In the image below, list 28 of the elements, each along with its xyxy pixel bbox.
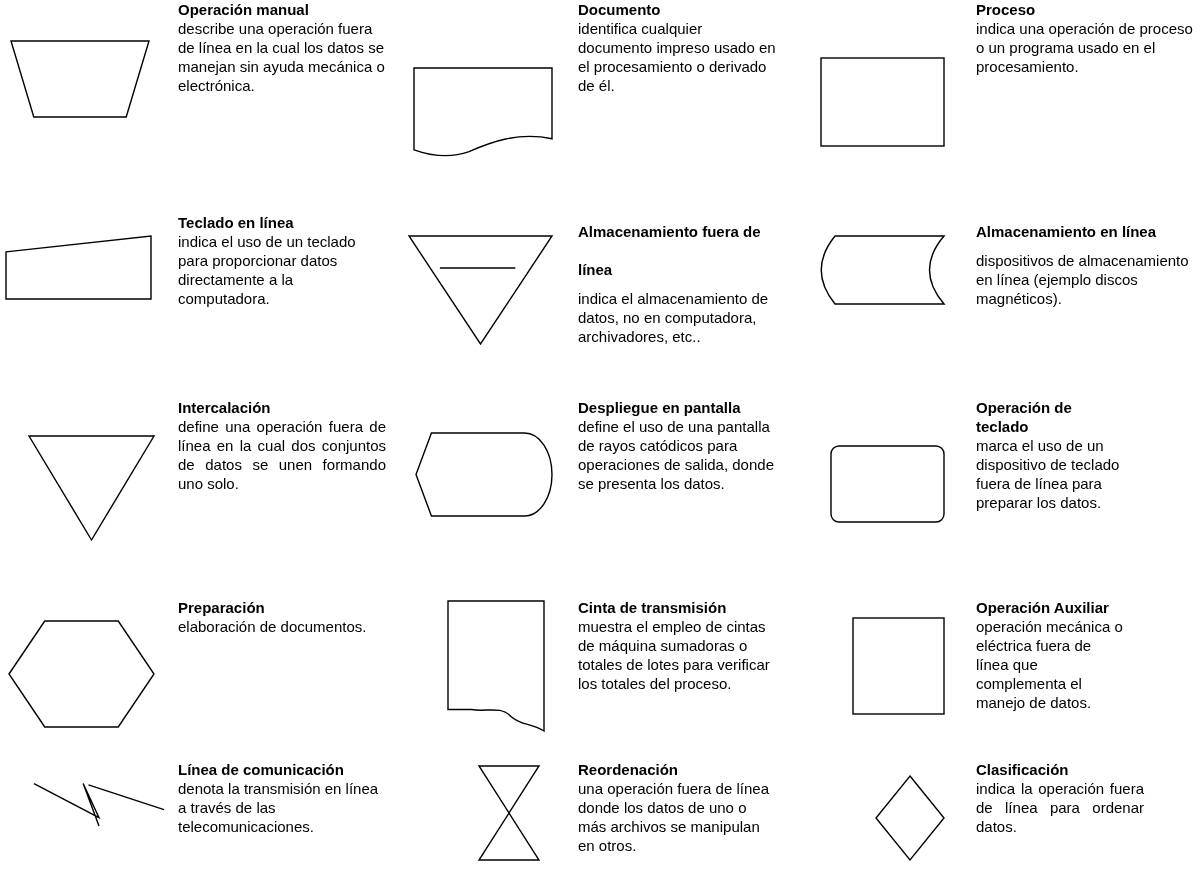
symbol-title: Preparación [178, 598, 266, 617]
symbol-description: dispositivos de almacenamiento en línea (ejemplo discos magnéticos). [976, 251, 1190, 308]
symbol-title: Reordenación [578, 760, 680, 779]
symbol-title: Cinta de transmisión [578, 598, 728, 617]
symbol-title: Documento [578, 0, 662, 19]
symbol-description: elaboración de documentos. [178, 617, 368, 636]
symbol-description: marca el uso de un dispositivo de teclado fuera de línea para preparar los datos. [976, 436, 1121, 512]
symbol-title: Teclado en línea [178, 213, 295, 232]
symbol-description: indica el almacenamiento de datos, no en computadora, archivadores, etc.. [578, 289, 770, 346]
symbol-description: define el uso de una pantalla de rayos catódicos para operaciones de salida, donde se presenta los datos. [578, 417, 775, 493]
symbol-description: indica la operación fuera de línea para ordenar datos. [976, 779, 1144, 836]
symbol-title: Clasificación [976, 760, 1070, 779]
symbol-description: operación mecánica o eléctrica fuera de línea que complementa el manejo de datos. [976, 617, 1124, 712]
symbol-title: Despliegue en pantalla [578, 398, 742, 417]
symbol-description: define una operación fuera de línea en la cual dos conjuntos de datos se unen formando uno solo. [178, 417, 386, 493]
symbol-description: identifica cualquier documento impreso usado en el procesamiento o derivado de él. [578, 19, 777, 95]
symbol-description: indica el uso de un teclado para proporcionar datos directamente a la computadora. [178, 232, 357, 308]
symbol-description: una operación fuera de línea donde los datos de uno o más archivos se manipulan en otros. [578, 779, 770, 855]
symbol-description: describe una operación fuera de línea en la cual los datos se manejan sin ayuda mecánica o electrónica. [178, 19, 386, 95]
symbol-title: Operación Auxiliar [976, 598, 1110, 617]
symbol-description: muestra el empleo de cintas de máquina sumadoras o totales de lotes para verificar los totales del proceso. [578, 617, 771, 693]
symbol-description: indica una operación de proceso o un programa usado en el procesamiento. [976, 19, 1194, 76]
symbol-title: Línea de comunicación [178, 760, 345, 779]
symbol-title: Operación manual [178, 0, 310, 19]
symbol-title: Proceso [976, 0, 1037, 19]
symbol-title: Almacenamiento en línea [976, 222, 1158, 242]
symbol-description: denota la transmisión en línea a través de las telecomunicaciones. [178, 779, 380, 836]
symbol-title: Intercalación [178, 398, 272, 417]
